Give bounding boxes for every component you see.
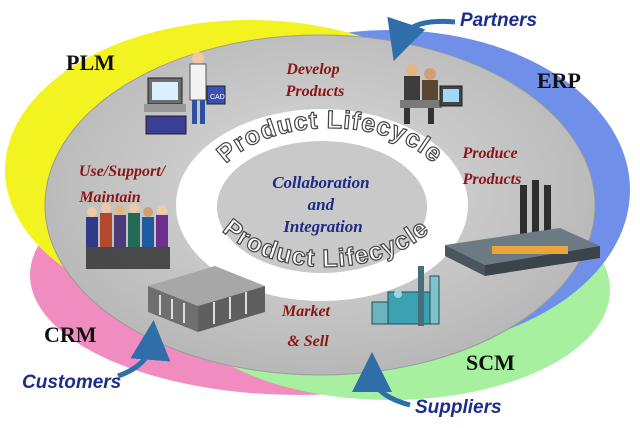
center-label: Collaboration and Integration: [272, 173, 374, 236]
customers-label: Customers: [22, 372, 121, 393]
stage-develop: Develop Products: [285, 61, 345, 100]
center-line-3: Integration: [282, 217, 362, 236]
plm-label: PLM: [66, 50, 115, 75]
collaboration-center: [217, 141, 427, 273]
crm-label: CRM: [44, 322, 97, 347]
scm-label: SCM: [466, 350, 515, 375]
partners-label: Partners: [460, 10, 537, 31]
erp-label: ERP: [537, 68, 581, 93]
stage-market: Market & Sell: [281, 303, 334, 350]
team-computer-clipart: [400, 64, 463, 124]
suppliers-arrow-icon: [352, 352, 411, 408]
center-line-2: and: [308, 195, 335, 214]
office-building-clipart: [148, 266, 265, 332]
customers-arrow-icon: [117, 320, 171, 379]
stage-use: Use/Support/ Maintain: [78, 163, 169, 206]
stage-produce: Produce Products: [461, 145, 521, 188]
partners-arrow-icon: [387, 16, 456, 61]
factory-clipart: [445, 180, 600, 276]
plant-clipart: [371, 266, 440, 326]
center-line-1: Collaboration: [272, 173, 369, 192]
svg-text:CAD: CAD: [210, 94, 225, 101]
develop-products-clipart: CAD: [144, 52, 226, 135]
customers-crowd-clipart: [86, 203, 170, 269]
suppliers-label: Suppliers: [415, 397, 502, 418]
